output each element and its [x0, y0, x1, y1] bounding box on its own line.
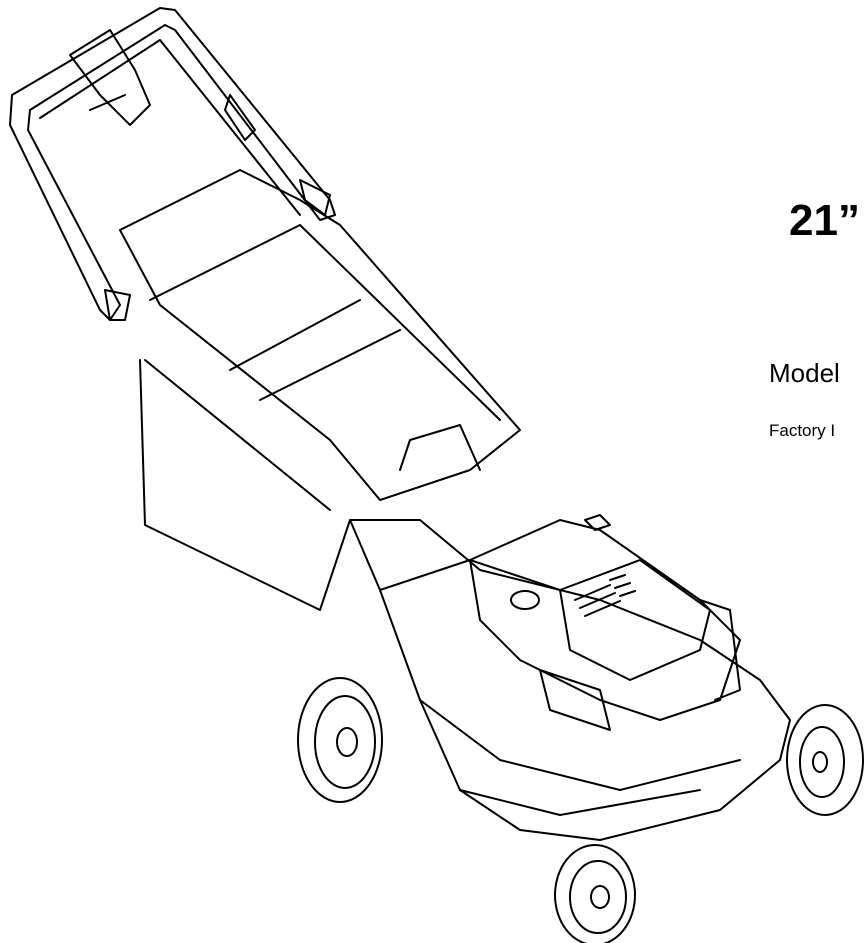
handle-icon: [9, 7, 336, 321]
engine-icon: [469, 514, 741, 731]
model-label: Model: [769, 358, 840, 388]
front-right-wheel-icon: [786, 704, 864, 816]
factory-label: Factory I: [769, 421, 836, 440]
size-heading: 21”: [789, 196, 860, 245]
front-left-wheel-icon: [554, 844, 636, 943]
grass-bag-icon: [119, 169, 521, 611]
rear-left-wheel-icon: [297, 677, 383, 803]
